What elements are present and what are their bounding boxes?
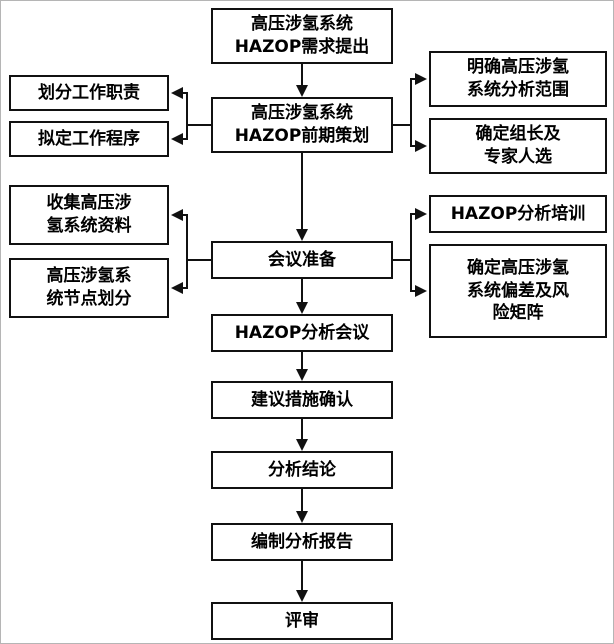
node-review: 评审 [211, 602, 393, 640]
node-analysis-conclusion: 分析结论 [211, 451, 393, 489]
arrows-meeting-prep-to-right [393, 208, 427, 297]
arrows-planning-to-left [171, 87, 211, 145]
node-hazop-preliminary-planning: 高压涉氢系统 HAZOP前期策划 [211, 97, 393, 153]
arrows-planning-to-right [393, 73, 427, 152]
node-collect-system-data: 收集高压涉 氢系统资料 [9, 185, 169, 245]
node-hazop-requirement: 高压涉氢系统 HAZOP需求提出 [211, 8, 393, 64]
node-meeting-preparation: 会议准备 [211, 241, 393, 279]
node-measures-confirmation: 建议措施确认 [211, 381, 393, 419]
node-system-node-division: 高压涉氢系 统节点划分 [9, 258, 169, 318]
node-hazop-analysis-meeting: HAZOP分析会议 [211, 314, 393, 352]
node-compile-analysis-report: 编制分析报告 [211, 523, 393, 561]
arrows-meeting-prep-to-left [171, 209, 211, 294]
node-clarify-analysis-scope: 明确高压涉氢 系统分析范围 [429, 51, 607, 107]
node-hazop-analysis-training: HAZOP分析培训 [429, 195, 607, 233]
node-determine-leader-experts: 确定组长及 专家人选 [429, 118, 607, 174]
node-draft-work-procedures: 拟定工作程序 [9, 121, 169, 157]
node-divide-work-duties: 划分工作职责 [9, 75, 169, 111]
node-deviation-risk-matrix: 确定高压涉氢 系统偏差及风 险矩阵 [429, 244, 607, 338]
